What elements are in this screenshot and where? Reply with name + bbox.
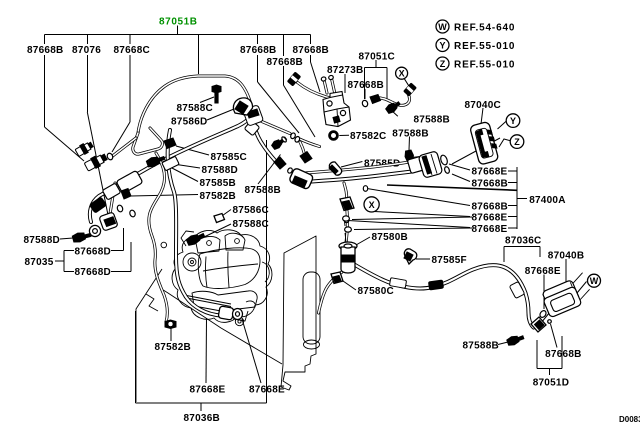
svg-text:87668D: 87668D <box>75 267 112 278</box>
svg-text:87588C: 87588C <box>233 219 270 230</box>
svg-text:87668E: 87668E <box>190 385 226 396</box>
svg-text:87035: 87035 <box>25 257 54 268</box>
svg-text:87580C: 87580C <box>358 286 395 297</box>
svg-text:Y: Y <box>510 116 516 126</box>
svg-text:87585B: 87585B <box>200 178 237 189</box>
svg-text:87668B: 87668B <box>293 45 330 56</box>
svg-text:87586D: 87586D <box>171 117 208 128</box>
svg-text:87585F: 87585F <box>432 255 467 266</box>
svg-text:87586C: 87586C <box>233 205 270 216</box>
svg-text:Z: Z <box>440 59 446 69</box>
svg-text:87051D: 87051D <box>533 377 570 388</box>
svg-text:X: X <box>399 69 405 79</box>
svg-text:X: X <box>369 200 375 210</box>
svg-text:87588B: 87588B <box>414 115 451 126</box>
svg-text:Y: Y <box>439 41 445 51</box>
svg-text:87036C: 87036C <box>505 236 542 247</box>
svg-text:87668C: 87668C <box>114 45 151 56</box>
svg-text:87668E: 87668E <box>249 385 285 396</box>
svg-text:87076: 87076 <box>72 45 101 56</box>
svg-text:D0083: D0083 <box>619 415 640 424</box>
svg-text:87580B: 87580B <box>372 232 409 243</box>
svg-text:87668E: 87668E <box>472 212 508 223</box>
svg-text:87051C: 87051C <box>359 52 396 63</box>
svg-text:87588D: 87588D <box>202 165 239 176</box>
svg-text:87668B: 87668B <box>472 201 509 212</box>
svg-text:87400A: 87400A <box>529 195 566 206</box>
svg-text:87036B: 87036B <box>184 413 221 424</box>
svg-text:87588D: 87588D <box>24 235 61 246</box>
svg-text:87668E: 87668E <box>525 266 561 277</box>
svg-text:87585D: 87585D <box>364 159 401 170</box>
svg-text:REF.54-640: REF.54-640 <box>454 23 515 34</box>
svg-text:87668B: 87668B <box>348 80 385 91</box>
svg-text:87582B: 87582B <box>155 342 192 353</box>
svg-text:W: W <box>438 22 447 32</box>
svg-text:87668E: 87668E <box>472 167 508 178</box>
svg-text:87668B: 87668B <box>267 57 304 68</box>
svg-text:87588B: 87588B <box>463 341 500 352</box>
svg-text:87040B: 87040B <box>548 250 585 261</box>
svg-text:87040C: 87040C <box>465 100 502 111</box>
svg-text:87668B: 87668B <box>545 349 582 360</box>
svg-text:REF.55-010: REF.55-010 <box>454 60 515 71</box>
svg-text:87582C: 87582C <box>350 131 387 142</box>
svg-text:87051B: 87051B <box>159 17 198 28</box>
svg-text:87582B: 87582B <box>200 191 237 202</box>
svg-text:REF.55-010: REF.55-010 <box>454 41 515 52</box>
svg-text:87588B: 87588B <box>392 129 429 140</box>
svg-text:87668B: 87668B <box>27 45 64 56</box>
svg-text:87668B: 87668B <box>472 178 509 189</box>
svg-text:87588C: 87588C <box>177 103 214 114</box>
svg-text:Z: Z <box>514 137 520 147</box>
svg-text:87668E: 87668E <box>472 224 508 235</box>
svg-text:87585C: 87585C <box>211 152 248 163</box>
svg-text:87588B: 87588B <box>245 185 282 196</box>
svg-text:87668D: 87668D <box>75 247 112 258</box>
svg-text:87273B: 87273B <box>327 65 364 76</box>
svg-text:87668B: 87668B <box>240 45 277 56</box>
svg-text:W: W <box>590 276 599 286</box>
